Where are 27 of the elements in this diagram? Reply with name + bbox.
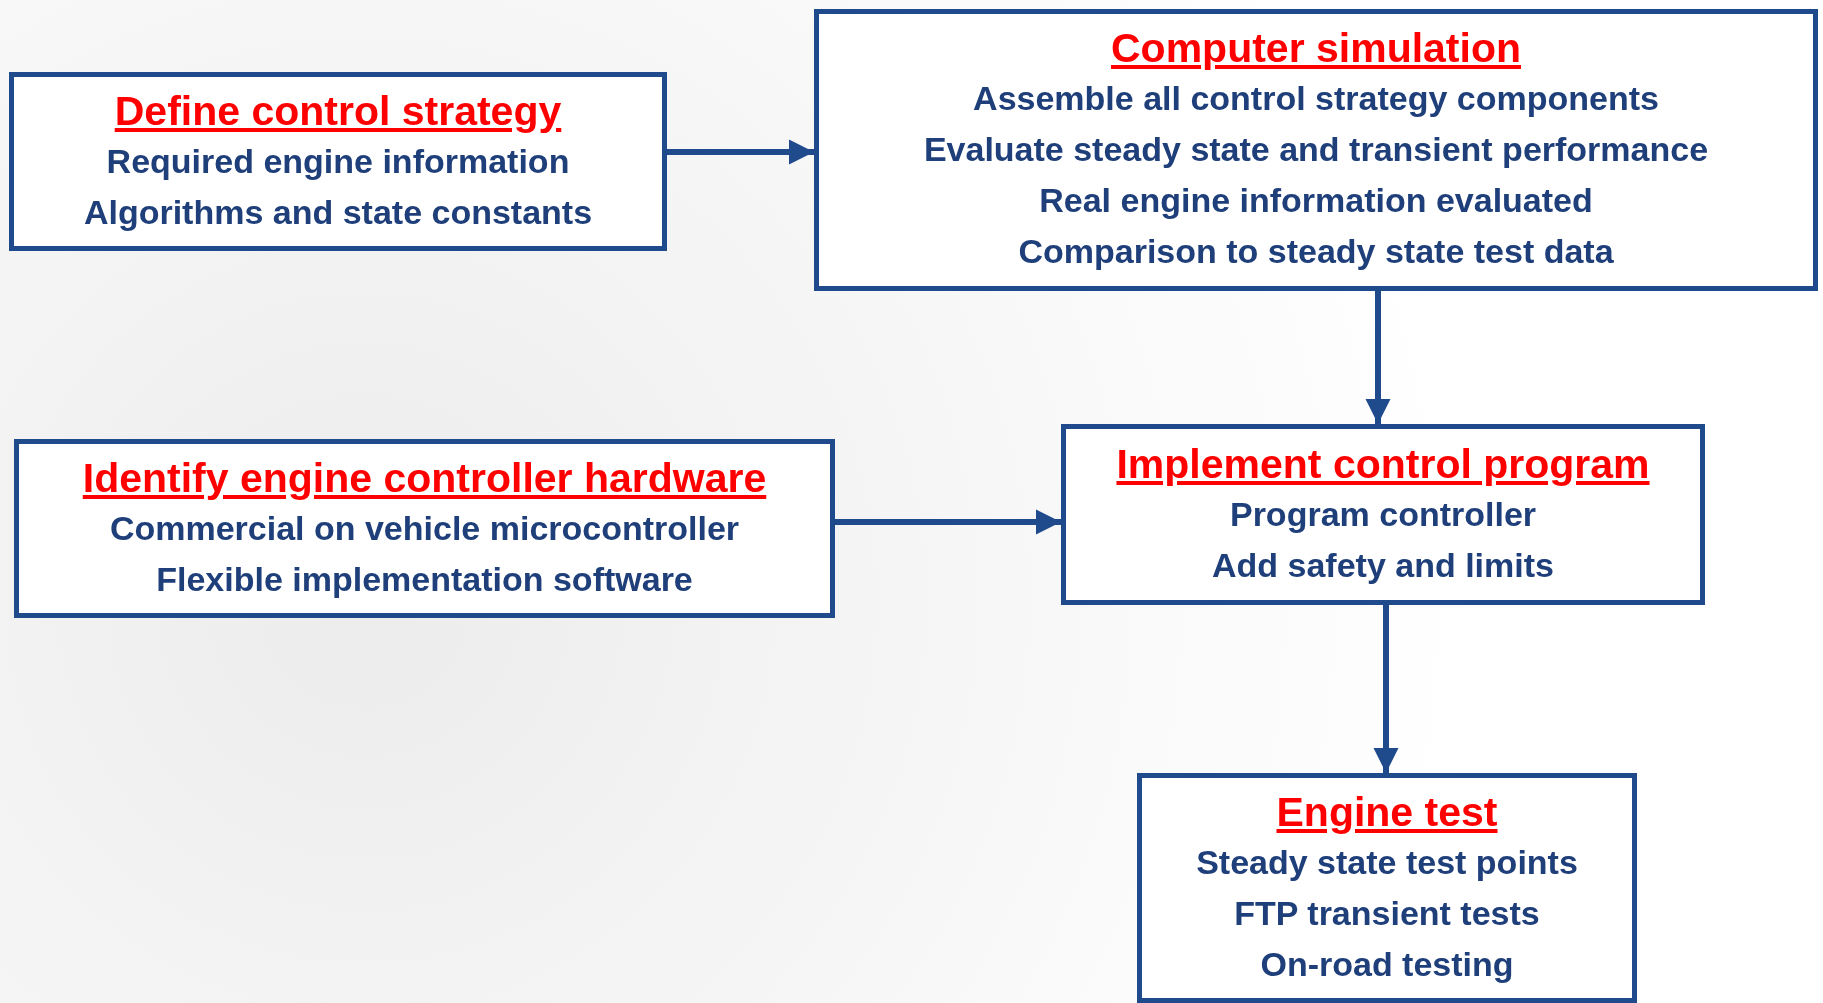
box-text: Commercial on vehicle microcontroller — [109, 507, 740, 549]
box-heading: Engine test — [1276, 787, 1498, 837]
box-text: Flexible implementation software — [156, 558, 693, 600]
box-text: Required engine information — [106, 140, 570, 182]
box-heading: Implement control program — [1116, 439, 1650, 489]
box-text: Comparison to steady state test data — [1018, 231, 1614, 272]
process-box — [814, 9, 1818, 291]
box-text: Steady state test points — [1196, 841, 1578, 883]
arrow — [667, 139, 814, 165]
box-text: Real engine information evaluated — [1039, 180, 1593, 221]
box-text: Assemble all control strategy components — [973, 78, 1659, 119]
process-box — [14, 439, 835, 618]
box-text: Add safety and limits — [1212, 544, 1554, 586]
process-box — [1061, 424, 1705, 605]
box-heading: Identify engine controller hardware — [82, 453, 767, 503]
arrow — [835, 509, 1061, 535]
box-text: Program controller — [1229, 493, 1537, 535]
box-text: On-road testing — [1260, 943, 1514, 985]
box-text: Evaluate steady state and transient performance — [923, 129, 1709, 170]
box-heading: Computer simulation — [1111, 24, 1521, 73]
box-text: FTP transient tests — [1234, 892, 1540, 934]
process-box — [1137, 773, 1637, 1003]
box-text: Algorithms and state constants — [83, 191, 593, 233]
arrow — [1365, 291, 1391, 424]
arrow — [1373, 605, 1399, 773]
process-box — [9, 72, 667, 251]
box-heading: Define control strategy — [114, 86, 562, 136]
